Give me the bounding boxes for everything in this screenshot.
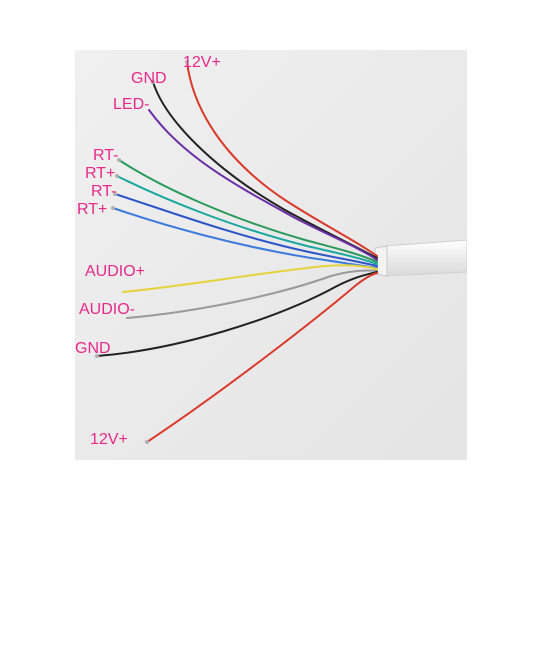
wire-tip bbox=[111, 206, 115, 210]
cable-jacket bbox=[384, 239, 467, 277]
label-audio-plus: AUDIO+ bbox=[85, 263, 145, 280]
wire-tip bbox=[117, 158, 121, 162]
wire-red-bottom bbox=[146, 272, 378, 443]
wire-gray bbox=[126, 269, 378, 319]
label-12v-top: 12V+ bbox=[183, 54, 221, 71]
wire-tip bbox=[95, 354, 99, 358]
wire-black-bottom bbox=[96, 271, 378, 357]
wire-tip bbox=[145, 440, 149, 444]
label-rt-minus-1: RT- bbox=[93, 147, 118, 164]
wire-tip bbox=[113, 192, 117, 196]
label-gnd: GND bbox=[75, 340, 111, 357]
label-rt-plus-2: RT+ bbox=[77, 201, 107, 218]
label-rt-plus-1: RT+ bbox=[85, 165, 115, 182]
label-rt-minus-2: RT- bbox=[91, 183, 116, 200]
wire-red-top bbox=[186, 61, 378, 257]
label-12v-bottom: 12V+ bbox=[90, 431, 128, 448]
wire-blue bbox=[114, 193, 378, 267]
wire-green bbox=[118, 159, 378, 263]
label-gnd-top: GND bbox=[131, 70, 167, 87]
wire-tip bbox=[151, 80, 155, 84]
wire-yellow bbox=[122, 264, 378, 293]
wire-diagram-photo: 12V+ GND LED- RT- RT+ RT- RT+ AUDIO+ AUD… bbox=[75, 50, 467, 460]
wire-tip bbox=[185, 60, 189, 64]
label-led: LED- bbox=[113, 96, 149, 113]
wire-teal bbox=[116, 175, 378, 265]
wire-purple bbox=[148, 109, 378, 261]
label-audio-minus: AUDIO- bbox=[79, 301, 135, 318]
wire-tip bbox=[115, 174, 119, 178]
